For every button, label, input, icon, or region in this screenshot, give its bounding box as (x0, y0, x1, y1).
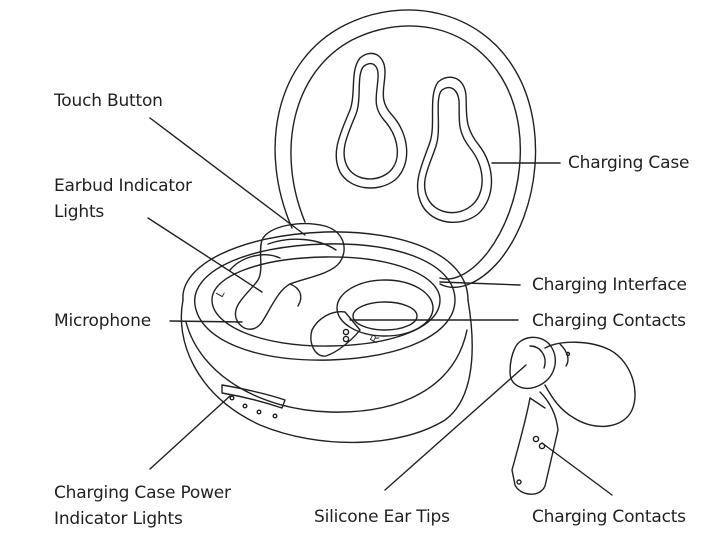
label-charging-contacts-case: Charging Contacts (532, 311, 686, 331)
label-earbud-indicator-line1: Earbud Indicator (54, 176, 192, 196)
leader-microphone (169, 320, 243, 323)
case-base (180, 231, 473, 444)
leader-earbud-indicator (147, 217, 263, 293)
label-charging-case-power-line2: Indicator Lights (54, 509, 183, 529)
separate-earbud (509, 336, 636, 495)
leader-charging-contacts-earbud (541, 442, 613, 496)
label-charging-case: Charging Case (568, 153, 690, 173)
label-charging-contacts-earbud: Charging Contacts (532, 507, 686, 527)
leader-ear-tips (384, 364, 527, 491)
case-led-panel (221, 384, 286, 419)
label-charging-case-power-line1: Charging Case Power (54, 483, 231, 503)
leader-lines (147, 117, 613, 496)
leader-charging-interface (439, 281, 521, 286)
case-lid (274, 9, 537, 288)
right-earbud-well (336, 279, 434, 337)
left-earbud-in-case (229, 223, 361, 357)
lid-cavity-right (416, 76, 493, 223)
label-earbud-indicator-line2: Lights (54, 202, 105, 222)
label-charging-interface: Charging Interface (532, 275, 687, 295)
label-silicone-ear-tips: Silicone Ear Tips (314, 507, 450, 527)
left-marking: L (214, 288, 227, 299)
leader-touch-button (149, 117, 306, 236)
label-microphone: Microphone (54, 311, 151, 331)
leader-case-power (149, 395, 231, 470)
silicone-ear-tip (509, 336, 557, 390)
label-charging-case-power: Charging Case Power Indicator Lights (54, 480, 231, 532)
case-contacts (342, 328, 350, 343)
label-earbud-indicator-lights: Earbud Indicator Lights (54, 173, 192, 225)
lid-cavity-left (335, 52, 408, 189)
label-touch-button: Touch Button (54, 91, 163, 111)
